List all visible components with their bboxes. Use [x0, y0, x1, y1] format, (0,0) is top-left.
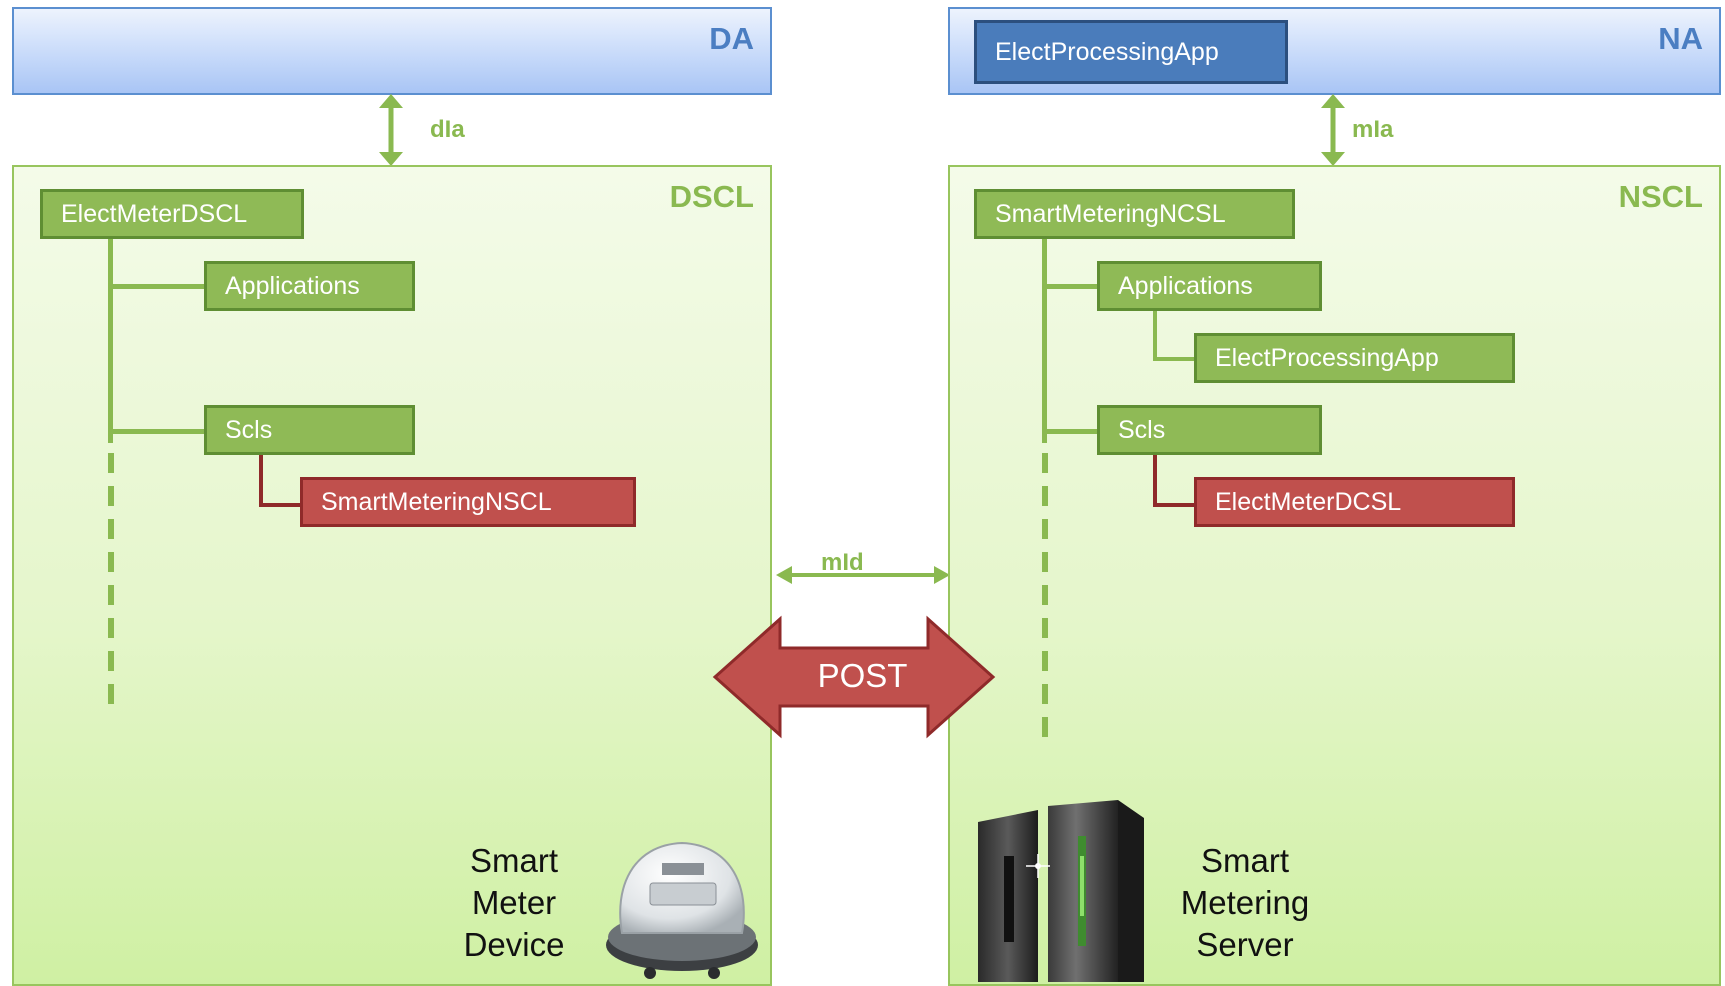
device-label-line1: Smart: [469, 842, 558, 879]
server-label-line1: Smart: [1200, 842, 1289, 879]
device-label-line3: Device: [463, 926, 565, 963]
na-app-node[interactable]: ElectProcessingApp: [974, 20, 1288, 84]
nscl-app-entry-node[interactable]: ElectProcessingApp: [1194, 333, 1515, 383]
dia-label: dIa: [430, 116, 465, 143]
da-bar: DA: [12, 7, 772, 95]
na-label: NA: [1658, 21, 1703, 56]
nscl-applications-connector: [1153, 309, 1157, 359]
dscl-branch-applications: [108, 284, 206, 289]
na-bar: ElectProcessingApp NA: [948, 7, 1721, 95]
nscl-panel: NSCL: [948, 165, 1721, 986]
smart-metering-server-label: Smart Metering Server: [1160, 840, 1330, 966]
dscl-scls-node[interactable]: Scls: [204, 405, 415, 455]
mid-label: mId: [821, 549, 864, 576]
nscl-label: NSCL: [1618, 179, 1703, 214]
device-label-line2: Meter: [471, 884, 557, 921]
server-icon: [978, 800, 1144, 982]
nscl-scl-entry-node[interactable]: ElectMeterDCSL: [1194, 477, 1515, 527]
nscl-applications-branch: [1153, 357, 1198, 361]
nscl-scls-node[interactable]: Scls: [1097, 405, 1322, 455]
dscl-scl-entry-node[interactable]: SmartMeteringNSCL: [300, 477, 636, 527]
dscl-label: DSCL: [669, 179, 754, 214]
nscl-applications-node[interactable]: Applications: [1097, 261, 1322, 311]
smart-meter-device-label: Smart Meter Device: [444, 840, 584, 966]
dscl-root-node[interactable]: ElectMeterDSCL: [40, 189, 304, 239]
da-label: DA: [709, 21, 754, 56]
nscl-tree-continuation: [1042, 453, 1048, 745]
server-label-line2: Metering: [1180, 884, 1310, 921]
server-label-line3: Server: [1196, 926, 1294, 963]
dscl-scls-branch: [259, 503, 304, 507]
dscl-tree-trunk: [108, 238, 113, 443]
dscl-tree-continuation: [108, 453, 114, 715]
post-label: POST: [817, 657, 908, 694]
smart-meter-icon: [606, 841, 758, 979]
nscl-scls-connector: [1153, 455, 1157, 505]
dscl-branch-scls: [108, 429, 206, 434]
nscl-branch-applications: [1042, 284, 1099, 289]
dscl-scls-connector: [259, 455, 263, 505]
mia-label: mIa: [1352, 116, 1394, 143]
nscl-branch-scls: [1042, 429, 1099, 434]
nscl-tree-trunk: [1042, 238, 1047, 443]
nscl-root-node[interactable]: SmartMeteringNCSL: [974, 189, 1295, 239]
nscl-scls-branch: [1153, 503, 1198, 507]
dscl-applications-node[interactable]: Applications: [204, 261, 415, 311]
